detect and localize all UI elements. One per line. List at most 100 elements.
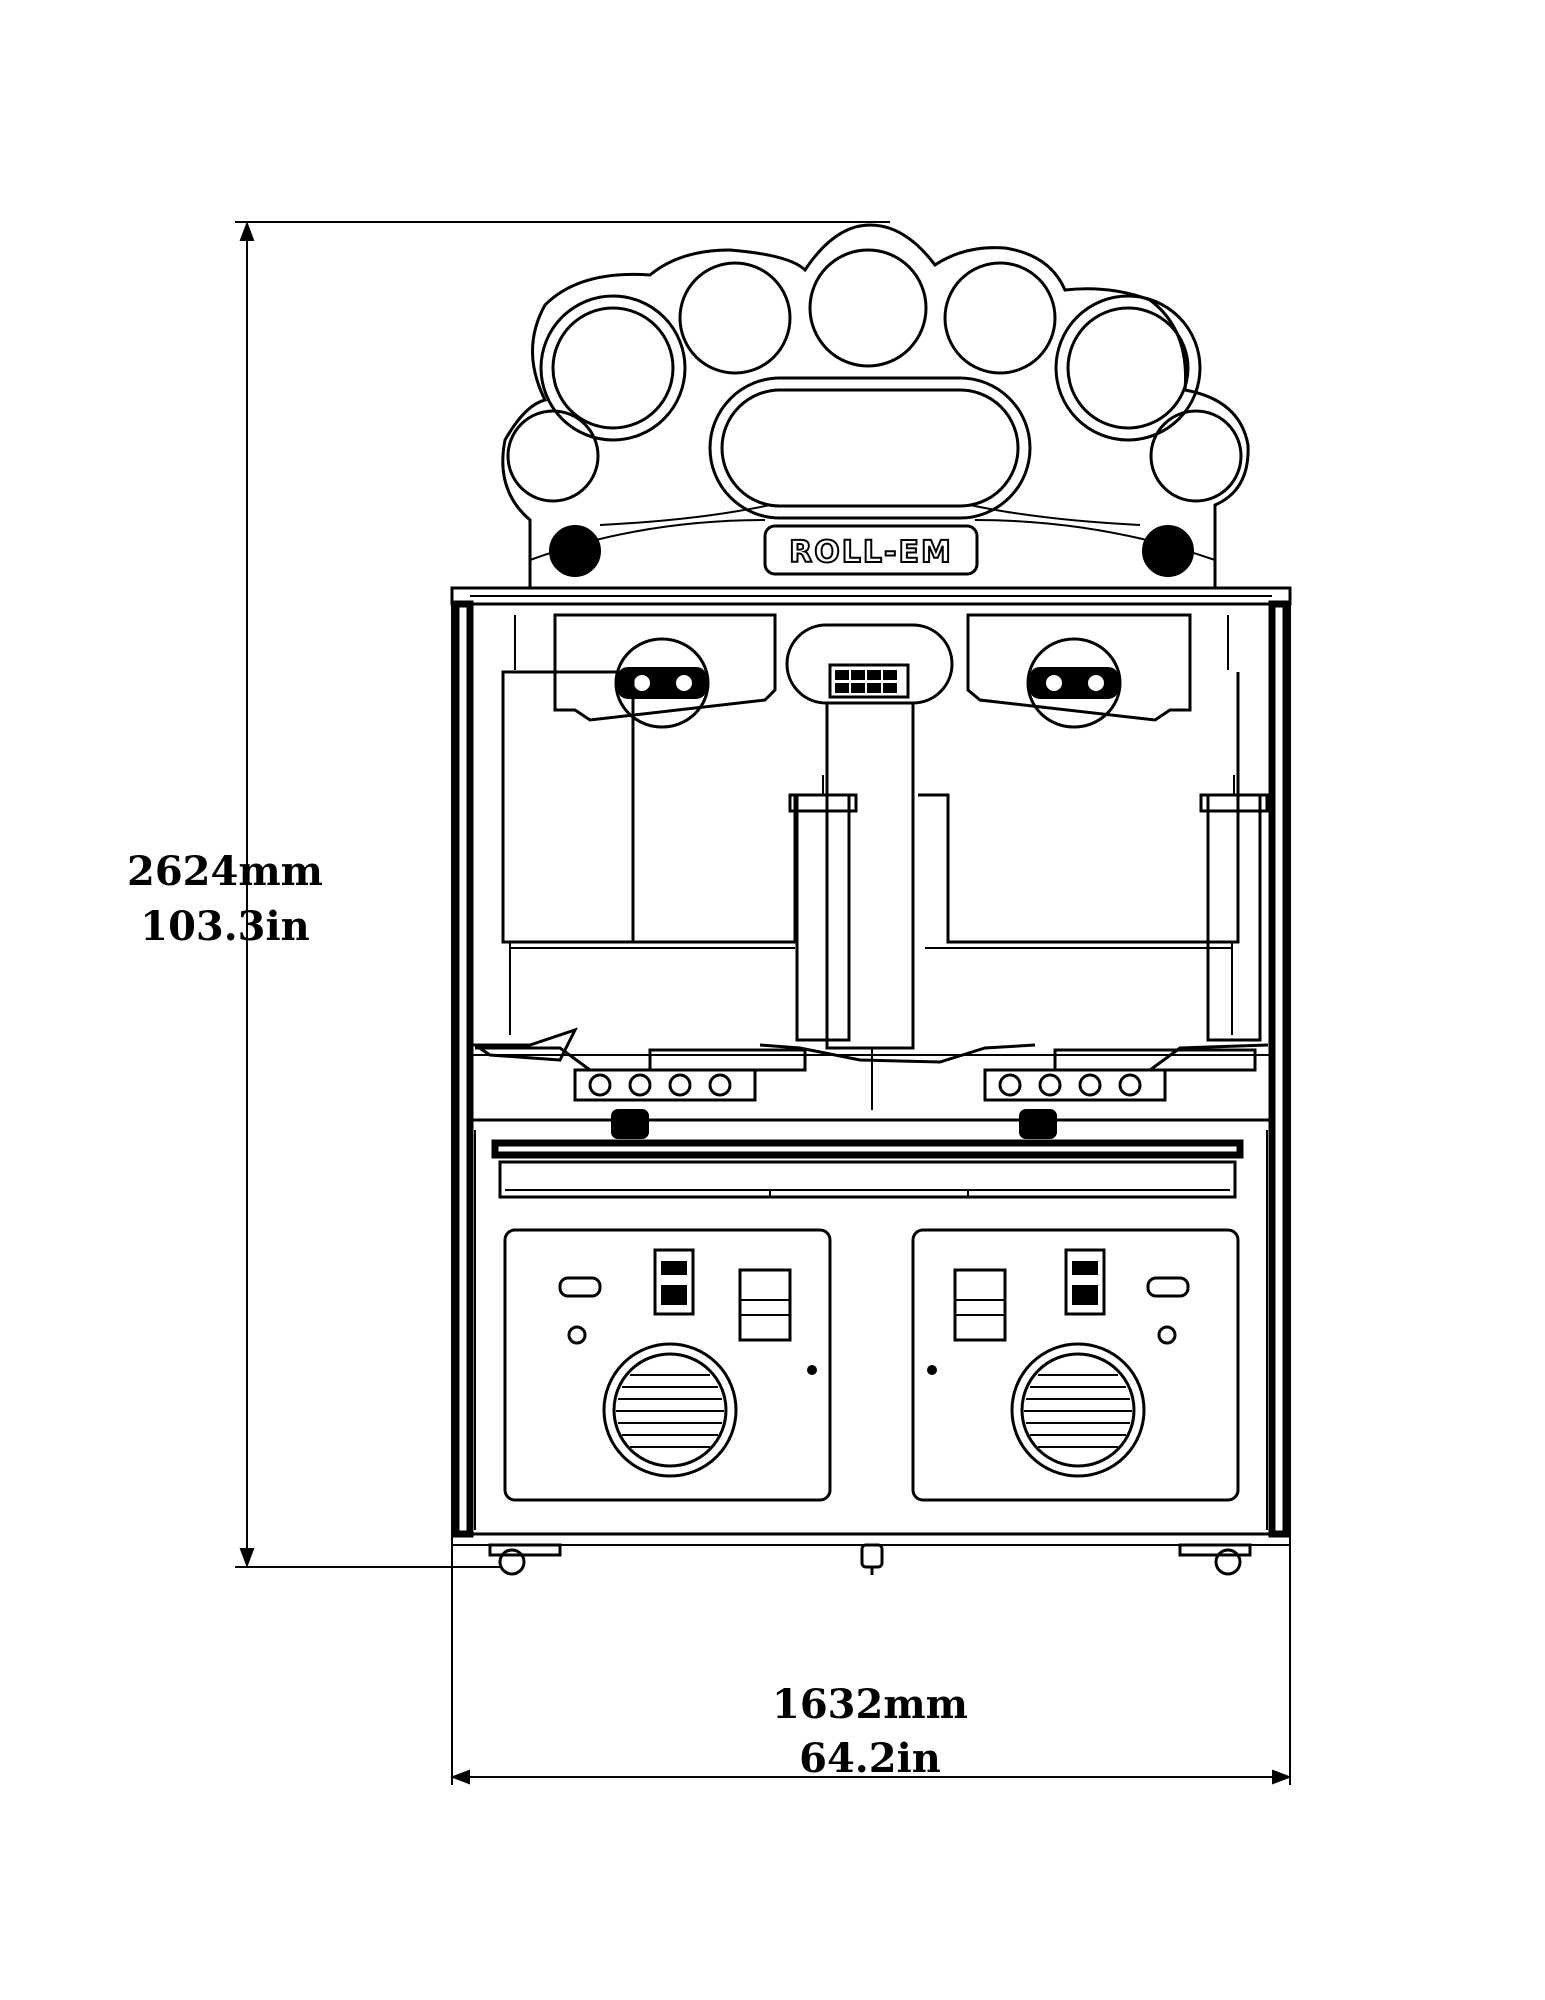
caster-wheel-right xyxy=(1214,1548,1242,1576)
casters xyxy=(488,1543,1252,1576)
player1-coin-mech-slot xyxy=(661,1261,687,1275)
width-arrow-left xyxy=(450,1769,470,1785)
center-funnel xyxy=(759,1043,1036,1064)
caster-wheel-left xyxy=(498,1548,526,1576)
marquee-center-panel-inner xyxy=(720,388,1020,508)
player2-launcher-rail xyxy=(1053,1048,1257,1072)
player1-speaker-outer xyxy=(602,1342,738,1478)
player1-funnel-left xyxy=(470,1027,578,1062)
player2-bill-acceptor xyxy=(953,1268,1007,1342)
caster-plate-left xyxy=(488,1543,562,1557)
width-metric-label: 1632mm xyxy=(772,1681,968,1728)
caster-plate-right xyxy=(1178,1543,1252,1557)
width-dimension: 1632mm 64.2in xyxy=(450,1545,1292,1785)
player1-ticket-slot xyxy=(558,1276,602,1298)
player2-speaker-grille xyxy=(1024,1374,1132,1448)
marquee-speaker-left xyxy=(549,525,601,577)
player1-backboard-left xyxy=(501,670,635,944)
player2-character-head xyxy=(1026,637,1122,729)
cabinet-left-post xyxy=(452,600,474,1538)
player2-backboard xyxy=(918,672,1240,944)
player1-launcher-wheel xyxy=(708,1073,732,1097)
player1-launcher-handle xyxy=(611,1109,649,1139)
player1-launcher-wheel xyxy=(588,1073,612,1097)
score-digit xyxy=(835,683,849,693)
marquee-logo-text: ROLL-EM xyxy=(789,535,953,570)
player1-coin-mech-return xyxy=(661,1285,687,1305)
player1-lower-door xyxy=(503,1228,832,1502)
player2-lower-door xyxy=(911,1228,1240,1502)
marquee-curve-right xyxy=(969,504,1141,526)
leveler-foot-center xyxy=(860,1543,884,1569)
player1-launcher-rail xyxy=(648,1048,807,1072)
marquee-light-ring-small-right xyxy=(1149,409,1243,503)
width-imperial-label: 64.2in xyxy=(799,1735,941,1782)
player2-launcher-wheel xyxy=(1078,1073,1102,1097)
height-arrow-bottom xyxy=(239,1548,255,1568)
control-shelf-top xyxy=(491,1139,1244,1159)
score-digit xyxy=(883,670,897,680)
marquee-light-ring-3 xyxy=(808,248,928,368)
player2-coin-mech-slot xyxy=(1072,1261,1098,1275)
marquee-center-panel-outer xyxy=(708,376,1032,520)
marquee-logo-plate xyxy=(763,524,979,576)
control-shelf xyxy=(491,1139,1244,1199)
playfield-area xyxy=(470,613,1269,1139)
marquee-topper: ROLL-EM xyxy=(501,223,1250,590)
control-shelf-front xyxy=(498,1160,1237,1199)
player2-character-eye-right xyxy=(1086,673,1106,693)
player2-coin-mech xyxy=(1064,1248,1106,1316)
height-metric-label: 2624mm xyxy=(127,848,323,895)
player2-top-frame xyxy=(966,613,1192,722)
player1-character-head xyxy=(614,637,710,729)
width-arrow-right xyxy=(1272,1769,1292,1785)
player2-character xyxy=(1026,637,1122,729)
player1-top-frame xyxy=(553,613,777,722)
player2-funnel-right-edge xyxy=(1149,1043,1269,1072)
marquee-light-ring-right-outer xyxy=(1054,294,1202,442)
marquee-speaker-right xyxy=(1142,525,1194,577)
player2-door-lock xyxy=(1157,1325,1177,1345)
player1-speaker-inner xyxy=(612,1352,728,1468)
height-dimension: 2624mm 103.3in xyxy=(127,221,890,1568)
center-column xyxy=(825,701,915,1050)
player2-launcher-wheel xyxy=(1038,1073,1062,1097)
player2-speaker-outer xyxy=(1010,1342,1146,1478)
player1-door-panel xyxy=(503,1228,832,1502)
player2-speaker-inner xyxy=(1020,1352,1136,1468)
player1-launcher xyxy=(573,1048,807,1139)
player1-door-lock xyxy=(567,1325,587,1345)
player1-character-eye-left xyxy=(632,673,652,693)
player1-funnel-left-edge xyxy=(475,1046,591,1072)
cabinet-right-post xyxy=(1268,600,1290,1538)
player1-cylinder-cap xyxy=(788,793,858,813)
marquee-light-ring-left-outer xyxy=(539,294,687,442)
marquee-curve-left xyxy=(599,504,771,526)
player1-character-eye-right xyxy=(674,673,694,693)
player1-coin-mech xyxy=(653,1248,695,1316)
score-digit xyxy=(835,670,849,680)
player1-launcher-wheel xyxy=(668,1073,692,1097)
marquee-light-ring-small-left xyxy=(506,409,600,503)
player2-cylinder-cap xyxy=(1199,793,1269,813)
height-imperial-label: 103.3in xyxy=(140,903,310,950)
height-arrow-top xyxy=(239,221,255,241)
player2-launcher-wheel xyxy=(1118,1073,1142,1097)
player2-door-screw xyxy=(927,1365,937,1375)
marquee-light-ring-4 xyxy=(943,261,1057,375)
player2-character-eye-left xyxy=(1044,673,1064,693)
score-digit xyxy=(851,683,865,693)
center-score-display xyxy=(828,663,910,699)
marquee-light-ring-left-inner xyxy=(551,306,675,430)
marquee-light-ring-right-inner xyxy=(1066,306,1190,430)
marquee-outline xyxy=(501,223,1250,590)
player2-door-panel xyxy=(911,1228,1240,1502)
score-digit xyxy=(883,683,897,693)
marquee-light-ring-2 xyxy=(678,261,792,375)
player1-door-screw xyxy=(807,1365,817,1375)
score-digit xyxy=(867,670,881,680)
score-digit xyxy=(867,683,881,693)
player1-bill-acceptor xyxy=(738,1268,792,1342)
player2-launcher-wheel xyxy=(998,1073,1022,1097)
